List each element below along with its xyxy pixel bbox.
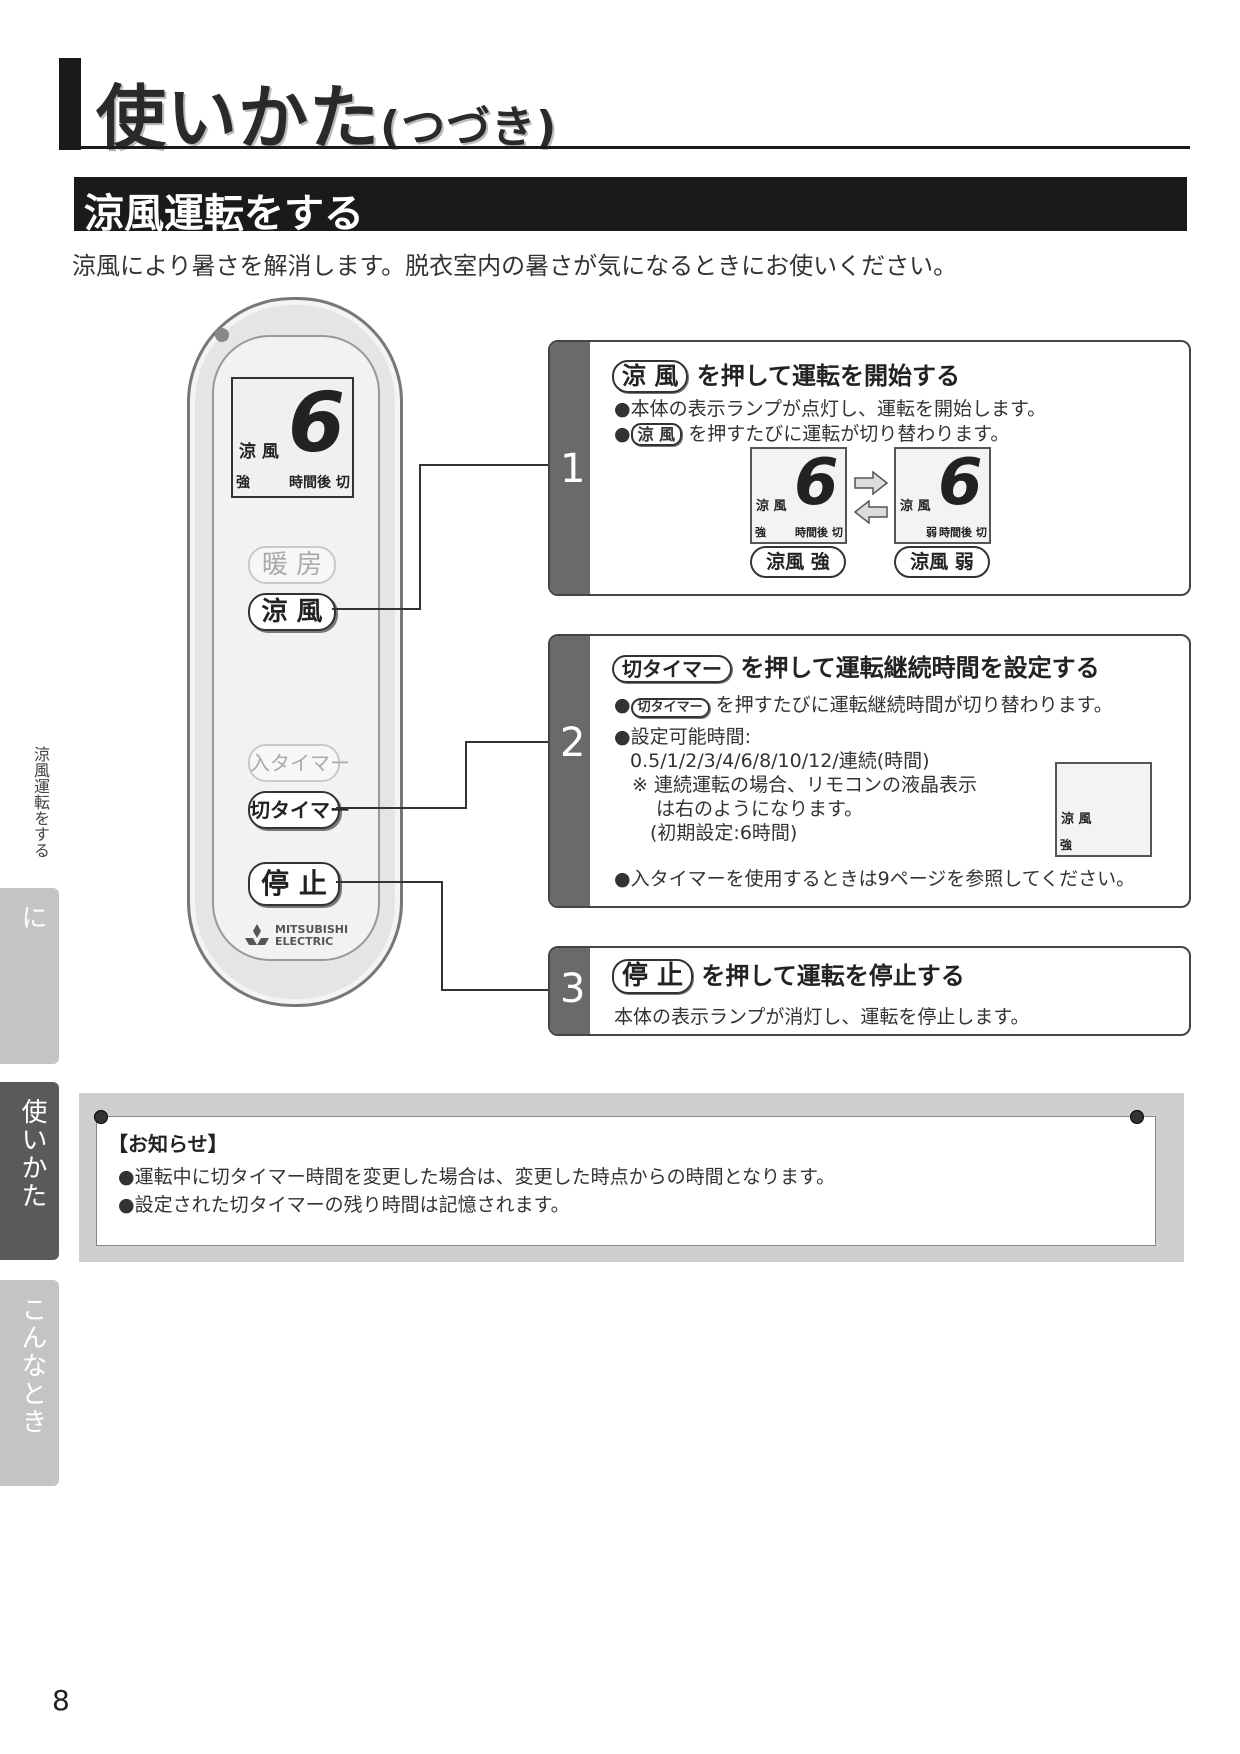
step-bullet: ●本体の表示ランプが点灯し、運転を開始します。: [614, 398, 1047, 420]
step-bullet: ●切タイマー を押すたびに運転継続時間が切り替わります。: [614, 690, 1113, 718]
lcd-number: 6: [794, 446, 839, 520]
step-heading: 停 止 を押して運転を停止する: [612, 956, 965, 995]
step-3: 3 停 止 を押して運転を停止する 本体の表示ランプが消灯し、運転を停止します。: [548, 946, 1191, 1036]
inline-button-pill: 涼 風: [630, 423, 683, 447]
heat-button[interactable]: 暖 房: [248, 546, 336, 584]
step-number-column: 2: [550, 636, 590, 906]
notice-line: ●設定された切タイマーの残り時間は記憶されます。: [118, 1194, 570, 1216]
bullet-text: を押すたびに運転継続時間が切り替わります。: [715, 694, 1113, 716]
page-title-sub: (つづき): [380, 102, 558, 153]
lcd-timer: 時間後 切: [939, 526, 987, 539]
page-title-main: 使いかた: [96, 77, 380, 159]
lcd-number: 6: [938, 446, 983, 520]
mode-label-weak: 涼風 弱: [894, 546, 990, 578]
step-bullet: ●設定可能時間:: [614, 726, 751, 748]
remote-lcd: 涼 風 6 強 時間後 切: [231, 377, 354, 498]
step-bullet: ●入タイマーを使用するときは9ページを参照してください。: [614, 868, 1136, 890]
title-bar-accent: [59, 58, 81, 150]
step-heading: 切タイマー を押して運転継続時間を設定する: [612, 648, 1100, 683]
side-tab-troubleshooting[interactable]: こんなとき: [0, 1280, 59, 1486]
remote-indicator-icon: [215, 328, 229, 342]
bullet-mark: ●: [614, 694, 631, 716]
side-tab-label: こんなとき: [17, 1296, 47, 1436]
lcd-mode: 涼 風: [1061, 812, 1092, 827]
bullet-text: を押すたびに運転が切り替わります。: [688, 423, 1010, 445]
off-timer-button[interactable]: 切タイマー: [248, 791, 350, 829]
side-current-label: 涼風運転をする: [31, 746, 50, 858]
cool-breeze-button[interactable]: 涼 風: [248, 593, 336, 631]
step-heading: 涼 風 を押して運転を開始する: [612, 356, 960, 393]
mitsubishi-logo-icon: [245, 924, 269, 945]
step-text: 本体の表示ランプが消灯し、運転を停止します。: [614, 1006, 1030, 1028]
side-tab-label: ご使用の前に: [17, 904, 84, 1044]
mode-label-strong: 涼風 強: [750, 546, 846, 578]
lcd-strength: 強: [755, 526, 766, 539]
section-title: 涼風運転をする: [84, 191, 364, 237]
available-times: 0.5/1/2/3/4/6/8/10/12/連続(時間): [630, 750, 930, 772]
pin-icon: [94, 1110, 108, 1124]
step-1: 1 涼 風 を押して運転を開始する ●本体の表示ランプが点灯し、運転を開始します…: [548, 340, 1191, 596]
inline-button-pill: 切タイマー: [630, 698, 710, 718]
step-number-column: 3: [550, 948, 590, 1034]
notice-title: 【お知らせ】: [108, 1132, 228, 1156]
step-number: 3: [560, 966, 586, 1012]
lcd-timer: 時間後 切: [289, 475, 350, 491]
arrow-left-icon: [853, 499, 888, 525]
step-button-pill: 涼 風: [612, 360, 689, 393]
lcd-strength: 強: [1060, 838, 1073, 852]
page-title: 使いかた(つづき): [96, 62, 557, 163]
stop-button[interactable]: 停 止: [248, 862, 340, 906]
section-intro: 涼風により暑さを解消します。脱衣室内の暑さが気になるときにお使いください。: [72, 252, 958, 280]
section-header: 涼風運転をする: [74, 177, 1187, 237]
notice-card: [96, 1116, 1156, 1246]
lcd-strength: 強: [236, 475, 250, 491]
step-2: 2 切タイマー を押して運転継続時間を設定する ●切タイマー を押すたびに運転継…: [548, 634, 1191, 908]
note-line: ※ 連続運転の場合、リモコンの液晶表示: [632, 774, 977, 796]
lcd-strong-example: 涼 風 6 強 時間後 切: [750, 447, 847, 544]
brand-logo-text: MITSUBISHI ELECTRIC: [275, 923, 349, 948]
side-tab-label: 使いかた: [17, 1098, 47, 1210]
side-tab-how-to-use[interactable]: 使いかた: [0, 1082, 59, 1260]
step-button-pill: 切タイマー: [612, 655, 732, 683]
side-tab-before-use[interactable]: ご使用の前に: [0, 888, 84, 1064]
pin-icon: [1130, 1110, 1144, 1124]
arrow-right-icon: [854, 470, 889, 496]
step-button-pill: 停 止: [612, 959, 694, 995]
lcd-timer: 時間後 切: [795, 526, 843, 539]
page-number: 8: [52, 1684, 70, 1717]
lcd-mode: 涼 風: [900, 499, 931, 514]
step-number: 2: [560, 720, 586, 766]
lcd-continuous-example: 涼 風 強: [1055, 762, 1152, 857]
lcd-weak-example: 涼 風 6 弱 時間後 切: [894, 447, 991, 544]
step-heading-text: を押して運転を開始する: [696, 362, 960, 390]
lcd-strength: 弱: [926, 526, 937, 539]
notice-line: ●運転中に切タイマー時間を変更した場合は、変更した時点からの時間となります。: [118, 1166, 836, 1188]
note-line: は右のようになります。: [656, 798, 864, 820]
step-heading-text: を押して運転継続時間を設定する: [740, 654, 1100, 682]
lcd-mode: 涼 風: [239, 442, 279, 462]
brand-logo: MITSUBISHI ELECTRIC: [243, 922, 349, 952]
step-number-column: 1: [550, 342, 590, 594]
note-line: (初期設定:6時間): [650, 822, 798, 844]
lcd-number: 6: [288, 376, 346, 471]
step-number: 1: [560, 446, 586, 492]
bullet-mark: ●: [614, 423, 631, 445]
title-underline: [59, 146, 1190, 149]
on-timer-button[interactable]: 入タイマー: [248, 744, 350, 782]
lcd-mode: 涼 風: [756, 499, 787, 514]
step-heading-text: を押して運転を停止する: [701, 962, 965, 990]
step-bullet: ●涼 風 を押すたびに運転が切り替わります。: [614, 419, 1010, 447]
